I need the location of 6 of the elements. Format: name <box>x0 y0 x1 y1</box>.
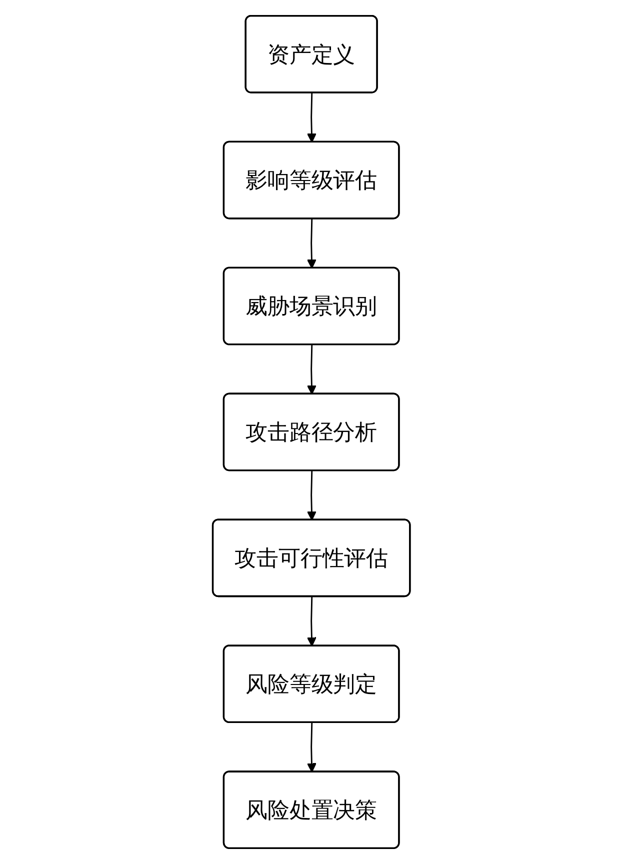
arrow <box>306 344 316 394</box>
arrow <box>306 218 316 268</box>
arrow <box>306 92 316 142</box>
arrow <box>306 470 316 520</box>
arrow <box>306 596 316 646</box>
arrow <box>306 722 316 772</box>
